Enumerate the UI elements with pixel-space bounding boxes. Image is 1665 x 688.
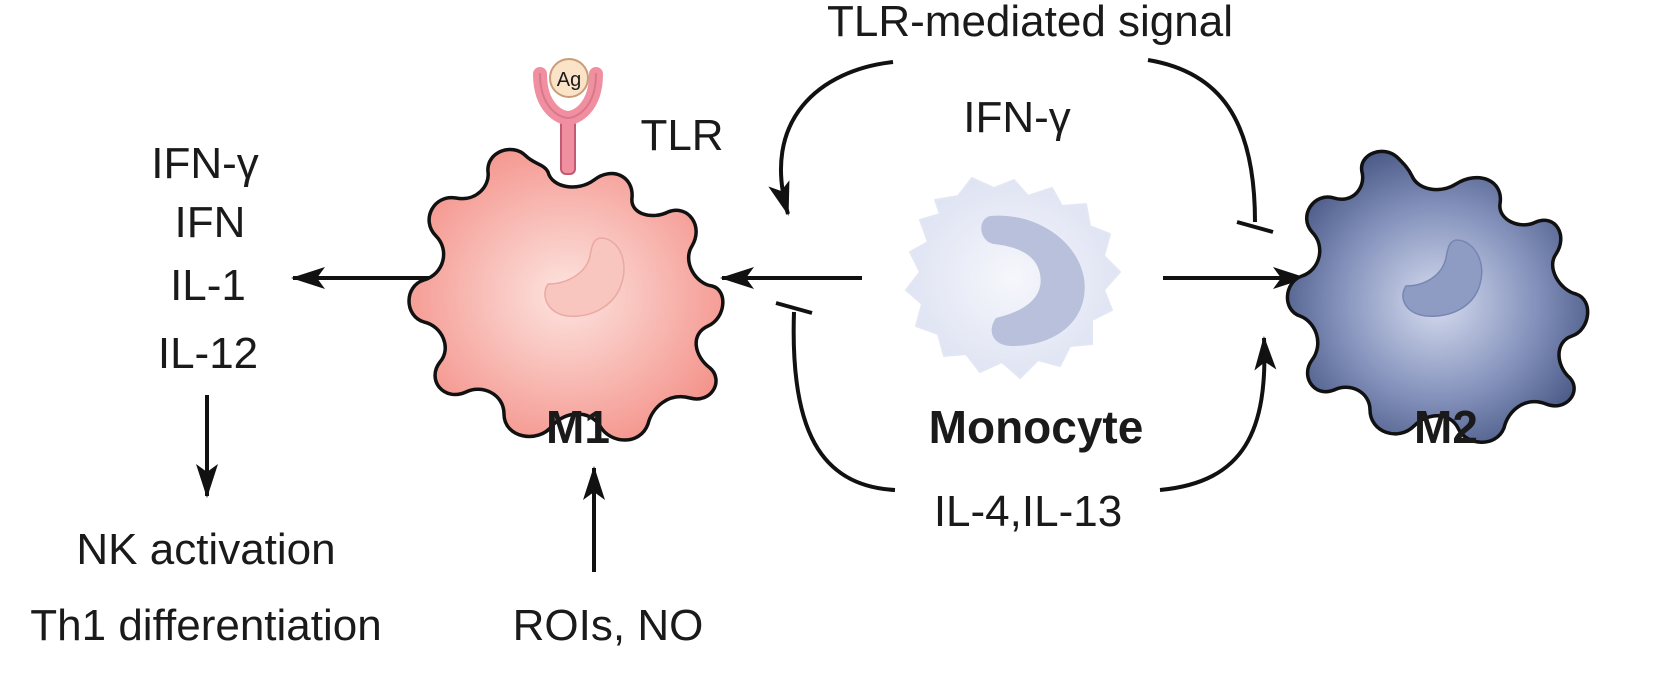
tlr-receptor-fork [533, 67, 603, 126]
monocyte-label: Monocyte [929, 401, 1144, 453]
cytokine-label: IFN [175, 198, 246, 247]
tlr-signal-inhibits-m2-line [1147, 58, 1257, 223]
il4-il13-inhibits-m1-line [791, 311, 896, 492]
m1-nucleus [544, 237, 625, 317]
outcome-label: Th1 differentiation [30, 601, 381, 650]
il4-il13-label: IL-4,IL-13 [934, 487, 1122, 536]
cytokine-label: IL-12 [158, 329, 258, 378]
cytokine-label: IL-1 [170, 261, 246, 310]
monocyte-cell [905, 177, 1121, 379]
outcome-label: NK activation [76, 525, 335, 574]
monocyte-nucleus [981, 215, 1085, 346]
ifn-gamma-monocyte-label: IFN-γ [963, 93, 1071, 142]
antigen-label: Ag [557, 69, 581, 91]
il4-il13-inhibit-bar [775, 301, 813, 315]
m2-label: M2 [1414, 401, 1478, 453]
monocyte-cell-body [905, 177, 1121, 379]
tlr-signal-label: TLR-mediated signal [827, 0, 1233, 46]
tlr-label: TLR [640, 111, 723, 160]
rois-no-label: ROIs, NO [513, 601, 704, 650]
antigen-icon [549, 58, 589, 98]
cytokine-label: IFN-γ [151, 139, 259, 188]
m1-label: M1 [546, 401, 610, 453]
tlr-signal-to-m1-arrow [768, 60, 894, 216]
m2-nucleus [1402, 239, 1483, 317]
il4-il13-to-m2-arrow [1159, 336, 1277, 492]
m1-macrophage-cell: Ag [407, 58, 725, 442]
m2-macrophage-cell [1285, 149, 1590, 444]
tlr-signal-inhibit-bar [1236, 220, 1274, 234]
